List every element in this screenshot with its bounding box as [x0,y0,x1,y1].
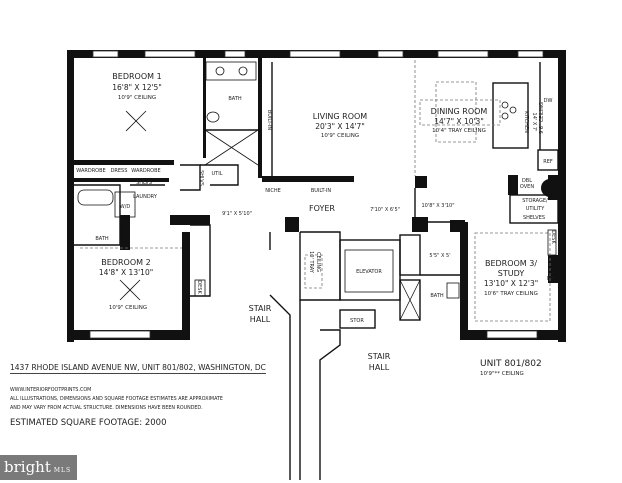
hall-dims: 9'1" X 5'10" [222,211,252,217]
hall-dims: 7'10" X 6'5" [370,207,400,213]
room-ceiling: 10'9" CEILING [321,133,359,139]
label-tray: CEILING [315,252,321,272]
label-shelves: SHLVS [198,170,204,186]
label-built-in: BUILT-IN [266,110,272,131]
label-stair-hall: HALL [250,315,271,324]
website: WWW.INTERIORFOOTPRINTS.COM [10,388,92,393]
label-tray: 10' TRAY [308,251,314,274]
label-stor: STOR [350,318,364,324]
label-storage: STORAGE/ [522,198,548,204]
label-fireplace: FP [547,276,553,282]
label-bath: BATH [228,96,242,102]
label-bath: BATH [430,293,444,299]
label-shelves: SHLVS [136,180,152,186]
label-wd: W/D [120,204,131,210]
label-dbl: DBL [522,178,532,184]
unit-label: UNIT 801/802 [480,359,542,369]
label-stair-hall: STAIR [249,304,272,313]
disclaimer: ALL ILLUSTRATIONS, DIMENSIONS AND SQUARE… [10,397,223,402]
ceiling-fan-icon [119,279,141,301]
logo-sub: MLS [53,467,72,474]
label-stair-hall: STAIR [368,352,391,361]
room-name: STUDY [498,269,525,278]
room-name: BEDROOM 1 [112,72,161,81]
room-dims: 13'10" X 12'3" [484,279,538,288]
logo-text: bright [4,458,51,476]
label-laundry: LAUNDRY [133,194,158,200]
label-desk: DESK [550,230,556,244]
label-util: UTIL [212,171,223,177]
label-dress: DRESS [111,168,128,174]
label-built-in: BUILT-IN [311,188,332,194]
disclaimer: AND MAY VARY FROM ACTUAL STRUCTURE. DIME… [10,406,203,411]
room-ceiling: 9'6" CEILING [539,102,545,134]
hall-dims: 10'8" X 3'10" [421,203,454,209]
room-dims: 20'3" X 14'7" [315,122,365,131]
interior-lines [74,60,559,480]
label-storage: UTILITY [526,206,546,212]
room-name: BEDROOM 3/ [485,259,537,268]
room-name: LIVING ROOM [313,112,368,121]
room-dims: 16'8" X 12'5" [112,83,162,92]
room-ceiling: 10'6" TRAY CEILING [484,291,538,297]
label-elevator: ELEVATOR [356,269,382,275]
room-dims: 14'8" X 13'10" [99,268,153,277]
room-ceiling: 10'9" CEILING [109,305,147,311]
label-niche: NICHE [265,188,281,194]
label-bath: BATH [95,236,109,242]
windows [89,50,544,339]
label-ref: REF [543,159,553,165]
label-oven: OVEN [520,184,534,190]
label-wardrobe: WARDROBE [131,168,160,174]
address: 1437 RHODE ISLAND AVENUE NW, UNIT 801/80… [10,363,266,374]
label-desk: DESK [196,280,202,294]
room-name: DINING ROOM [431,107,488,116]
hall-dims: 5'5" X 5' [429,253,450,259]
room-ceiling: 10'4" TRAY CEILING [432,128,486,134]
room-name: BEDROOM 2 [101,258,150,267]
unit-ceiling: 10'9"** CEILING [480,371,524,377]
room-ceiling: 10'9" CEILING [118,95,156,101]
square-footage: ESTIMATED SQUARE FOOTAGE: 2000 [10,418,167,428]
label-dw: DW [544,98,553,104]
room-dims: 14' X 7' [531,113,537,132]
ceiling-fan-icon [125,110,147,132]
room-name: KITCHEN [523,111,529,133]
room-dims: 14'7" X 10'3" [434,117,484,126]
label-wardrobe: WARDROBE [76,168,105,174]
label-stair-hall: HALL [369,363,390,372]
label-shelves: SHELVES [523,215,545,221]
room-name: FOYER [309,204,335,213]
